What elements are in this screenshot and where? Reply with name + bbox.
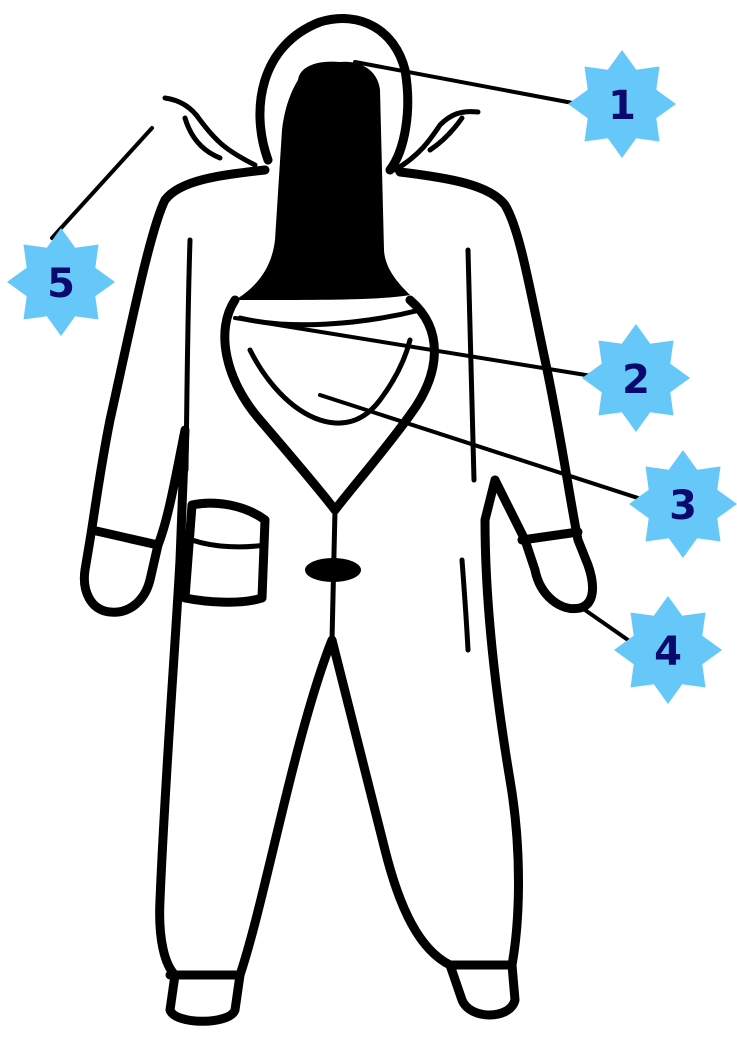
leader-line-5 (52, 128, 152, 238)
leader-line-3 (320, 395, 638, 498)
pocket (185, 503, 265, 602)
callout-label: 3 (669, 483, 697, 529)
pocket-flap (192, 540, 265, 547)
callout-badge-5: 5 (7, 228, 115, 336)
callout-badge-1: 1 (568, 50, 676, 158)
leader-line-1 (355, 62, 578, 104)
callout-label: 2 (622, 357, 650, 403)
callout-label: 1 (608, 83, 636, 129)
seam-left (186, 240, 190, 470)
seam-right-leg (462, 560, 468, 650)
callout-badge-2: 2 (582, 324, 690, 432)
callout-badge-3: 3 (629, 450, 737, 558)
callout-badge-4: 4 (614, 596, 722, 704)
leader-line-4 (585, 610, 628, 640)
cuff-left (92, 530, 158, 545)
callout-label: 4 (654, 629, 682, 675)
inner-garment (250, 340, 410, 423)
zipper-pull (305, 558, 361, 582)
cuff-right (522, 532, 578, 540)
coverall-suit-illustration (84, 19, 592, 1022)
callout-label: 5 (47, 261, 75, 307)
